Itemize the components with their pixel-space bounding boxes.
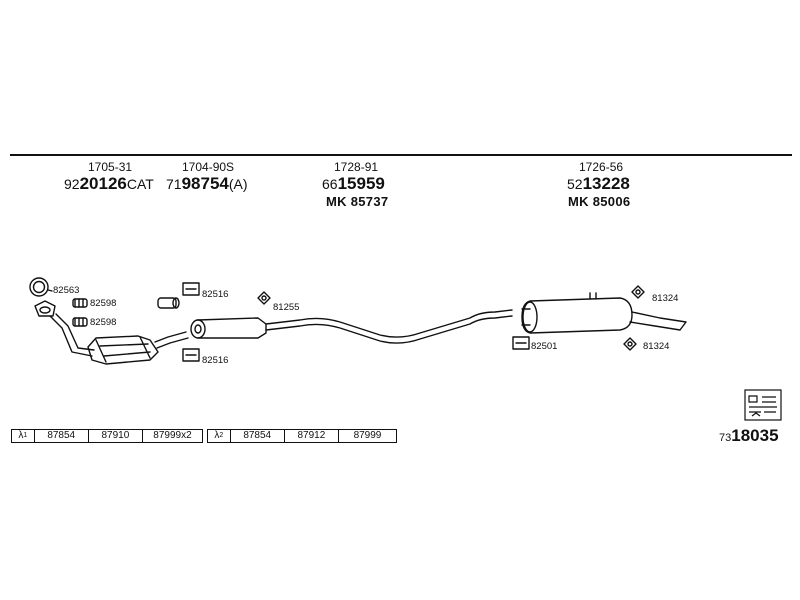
center-pipe	[265, 315, 513, 344]
middle-silencer	[190, 317, 267, 339]
part-code-prefix: 92	[64, 176, 80, 192]
u-clamp	[182, 282, 200, 296]
sensor-code: 87912	[283, 430, 338, 442]
fitting-label: 81255	[273, 302, 299, 313]
gasket-ring	[29, 277, 49, 297]
pipe-sleeve	[157, 297, 180, 309]
reference-logo-icon	[744, 389, 782, 421]
fitting-label: 82598	[90, 298, 116, 309]
part-code-suffix: (A)	[228, 176, 248, 192]
part-number: 1728-91	[334, 160, 379, 174]
system-code: 7318035	[719, 426, 779, 446]
sensor-code: 87999x2	[141, 430, 202, 442]
sensor-code: 87999	[337, 430, 396, 442]
sensor-code: 87854	[33, 430, 88, 442]
center-pipe	[265, 309, 513, 338]
part-number: 1726-56	[579, 160, 624, 174]
u-clamp	[512, 336, 530, 350]
part-number: 1704-90S	[182, 160, 235, 174]
u-clamp	[182, 348, 200, 362]
part-code-main: 98754	[181, 174, 229, 193]
front-pipe	[55, 313, 95, 351]
sensor-code: 87854	[229, 430, 284, 442]
part-code: 5213228	[567, 175, 630, 193]
fitting-label: 82501	[531, 341, 557, 352]
part-code-prefix: 71	[166, 176, 182, 192]
fitting-label: 81324	[652, 293, 678, 304]
fitting-label: 81324	[643, 341, 669, 352]
part-code: 7198754(A)	[166, 175, 248, 193]
catalytic-converter	[87, 335, 159, 365]
part-code-main: 20126	[79, 174, 127, 193]
rubber-hanger	[631, 285, 645, 299]
part-number: 1705-31	[88, 160, 133, 174]
sensor-code: 87910	[87, 430, 142, 442]
part-code-main: 13228	[582, 174, 630, 193]
system-code-prefix: 73	[719, 432, 732, 444]
part-code-suffix: CAT	[126, 176, 154, 192]
part-code: 9220126CAT	[64, 175, 154, 193]
connector-pipe	[156, 337, 189, 349]
front-flange	[34, 300, 56, 317]
rear-silencer	[521, 292, 633, 334]
part-code-prefix: 66	[322, 176, 338, 192]
tail-pipe	[629, 311, 687, 331]
clamp	[72, 317, 88, 327]
rubber-hanger	[623, 337, 637, 351]
fitting-label: 82563	[53, 285, 79, 296]
mk-code: MK 85737	[326, 194, 389, 209]
system-code-main: 18035	[731, 426, 779, 445]
mk-code: MK 85006	[568, 194, 631, 209]
clamp	[72, 298, 88, 308]
top-rule	[10, 154, 792, 156]
fitting-label: 82516	[202, 355, 228, 366]
rubber-hanger	[257, 291, 271, 305]
part-code-main: 15959	[337, 174, 385, 193]
part-code: 6615959	[322, 175, 385, 193]
part-code-prefix: 52	[567, 176, 583, 192]
fitting-label: 82516	[202, 289, 228, 300]
fitting-label: 82598	[90, 317, 116, 328]
connector-pipe	[154, 331, 187, 343]
front-pipe	[49, 315, 93, 357]
